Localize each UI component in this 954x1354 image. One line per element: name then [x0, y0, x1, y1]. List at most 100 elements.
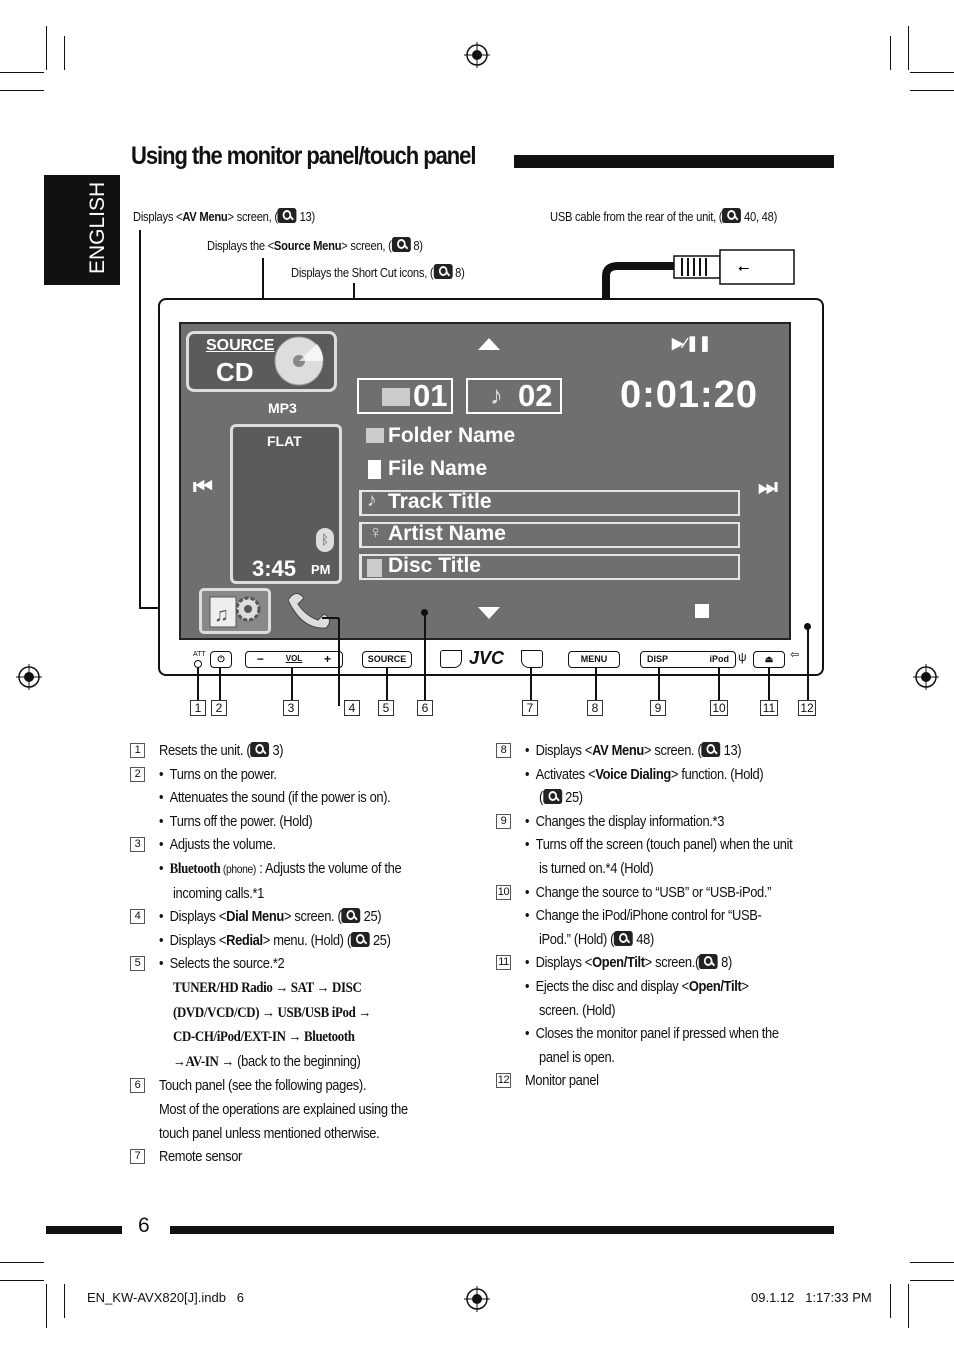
- play-pause-icon[interactable]: ▶⁄❚❚: [672, 335, 712, 352]
- touch-point: [421, 609, 428, 616]
- leader-line: [262, 258, 264, 330]
- callout-av-menu: Displays <AV Menu> screen, ( 13): [133, 208, 315, 224]
- item-row: 4• Displays <Dial Menu> screen. ( 25): [130, 905, 470, 929]
- artist-name-row[interactable]: [359, 522, 740, 548]
- music-note-icon: ♪: [490, 380, 503, 410]
- volume-plus-icon[interactable]: +: [324, 652, 332, 666]
- reference-icon: [277, 208, 297, 223]
- item-row: incoming calls.*1: [173, 884, 264, 902]
- number-label: 12: [798, 700, 816, 716]
- item-row: 3• Adjusts the volume.: [130, 833, 470, 857]
- leader-line: [386, 668, 388, 700]
- source-hard-button[interactable]: SOURCE: [362, 651, 412, 668]
- number-label: 4: [344, 700, 360, 716]
- footer-date: 09.1.12 1:17:33 PM: [751, 1290, 872, 1305]
- crop-mark: [0, 1280, 44, 1281]
- registration-mark-icon: [913, 664, 939, 690]
- note-icon: ♪: [367, 490, 377, 511]
- crop-mark: [46, 26, 47, 70]
- next-icon[interactable]: ⏭: [758, 474, 778, 499]
- leader-line: [530, 668, 532, 700]
- track-title-row[interactable]: [359, 490, 740, 516]
- source-value: CD: [216, 357, 254, 387]
- volume-button[interactable]: − VOL +: [245, 651, 343, 668]
- registration-mark-icon: [16, 664, 42, 690]
- menu-button[interactable]: MENU: [568, 651, 620, 668]
- item-row: TUNER/HD Radio → SAT → DISC: [173, 979, 362, 996]
- crop-mark: [890, 1284, 891, 1318]
- leader-line: [291, 668, 293, 700]
- disc-title-row[interactable]: [359, 554, 740, 580]
- reference-icon: [350, 931, 370, 947]
- stop-icon[interactable]: [695, 604, 709, 618]
- previous-icon[interactable]: ⏮: [193, 474, 213, 499]
- number-label: 11: [760, 700, 778, 716]
- leader-line: [322, 617, 339, 619]
- item-row: is turned on.*4 (Hold): [539, 859, 654, 877]
- source-label: SOURCE: [206, 337, 275, 354]
- item-row: (DVD/VCD/CD) → USB/USB iPod →: [173, 1004, 371, 1021]
- crop-mark: [64, 36, 65, 70]
- language-label: ENGLISH: [86, 181, 109, 274]
- reference-icon: [722, 208, 742, 223]
- language-tab: [44, 175, 120, 285]
- eq-clock-panel[interactable]: [230, 424, 342, 584]
- brand-logo: JVC: [469, 648, 505, 668]
- number-label: 9: [650, 700, 666, 716]
- number-label: 8: [587, 700, 603, 716]
- clock-ampm: PM: [311, 562, 331, 577]
- eq-label: FLAT: [267, 433, 302, 449]
- item-row: screen. (Hold): [539, 1001, 616, 1019]
- leader-line: [595, 668, 597, 700]
- item-row: • Activates <Voice Dialing> function. (H…: [525, 765, 764, 783]
- elapsed-time: 0:01:20: [620, 374, 758, 416]
- leader-line: [768, 668, 770, 700]
- reference-icon: [542, 789, 562, 805]
- item-row: 10• Change the source to “USB” or “USB-i…: [496, 883, 772, 901]
- up-arrow-icon[interactable]: [478, 338, 500, 350]
- item-row: CD-CH/iPod/EXT-IN → Bluetooth: [173, 1029, 355, 1046]
- track-number-box[interactable]: [466, 378, 562, 414]
- callout-usb-cable: USB cable from the rear of the unit, ( 4…: [550, 208, 778, 224]
- number-label: 6: [417, 700, 433, 716]
- callout-short-cut: Displays the Short Cut icons, ( 8): [291, 264, 465, 280]
- registration-mark-icon: [464, 1286, 490, 1312]
- crop-mark: [910, 1262, 954, 1263]
- power-button[interactable]: ⏻: [210, 651, 232, 668]
- leader-line: [658, 668, 660, 700]
- item-row: 5• Selects the source.*2: [130, 952, 470, 976]
- item-row: • Attenuates the sound (if the power is …: [159, 789, 391, 807]
- reference-icon: [341, 908, 361, 924]
- open-icon: ⇦: [790, 649, 800, 661]
- item-row: • Turns off the screen (touch panel) whe…: [525, 836, 793, 854]
- disp-ipod-button[interactable]: DISP iPod: [640, 651, 736, 668]
- crop-mark: [910, 1280, 954, 1281]
- file-name: File Name: [388, 457, 488, 480]
- item-row: touch panel unless mentioned otherwise.: [159, 1124, 380, 1142]
- ipod-label: iPod: [709, 654, 730, 664]
- item-row: 8• Displays <AV Menu> screen. ( 13): [496, 739, 836, 763]
- callout-source-menu: Displays the <Source Menu> screen, ( 8): [207, 237, 423, 253]
- title-rule: [514, 155, 834, 168]
- folder-small-icon: [366, 428, 384, 443]
- remote-sensor-left: [440, 650, 462, 668]
- crop-mark: [0, 1262, 44, 1263]
- svg-text:♫: ♫: [214, 604, 229, 626]
- item-row: ( 25): [539, 789, 583, 807]
- volume-minus-icon[interactable]: −: [256, 652, 264, 666]
- number-label: 5: [378, 700, 394, 716]
- crop-mark: [890, 36, 891, 70]
- reference-icon: [391, 237, 411, 252]
- leader-line: [338, 618, 340, 706]
- disc-title: Disc Title: [388, 554, 481, 577]
- phone-icon[interactable]: [282, 590, 338, 630]
- reference-icon: [614, 930, 634, 946]
- eject-button[interactable]: ⏏: [753, 651, 785, 668]
- down-arrow-icon[interactable]: [478, 607, 500, 619]
- page-number: 6: [138, 1214, 150, 1237]
- reset-button[interactable]: [194, 660, 202, 668]
